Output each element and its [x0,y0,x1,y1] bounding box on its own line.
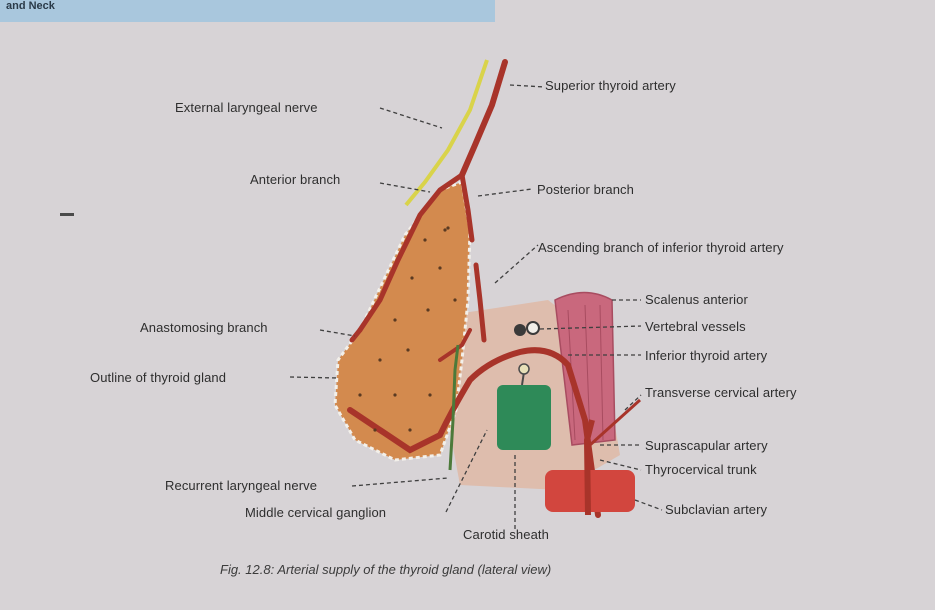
label-thyrocervical-trunk: Thyrocervical trunk [645,462,757,477]
label-vertebral-vessels: Vertebral vessels [645,319,746,334]
figure-caption: Fig. 12.8: Arterial supply of the thyroi… [220,562,551,577]
label-middle-cervical-ganglion: Middle cervical ganglion [245,505,386,520]
carotid-sheath-knob [519,364,529,374]
label-superior-thyroid-artery: Superior thyroid artery [545,78,676,93]
label-transverse-cervical-artery: Transverse cervical artery [645,385,797,400]
label-subclavian-artery: Subclavian artery [665,502,767,517]
label-external-laryngeal-nerve: External laryngeal nerve [175,100,318,115]
vertebral-vessel-b [527,322,539,334]
vertebral-vessel-a [514,324,526,336]
label-inferior-thyroid-artery: Inferior thyroid artery [645,348,767,363]
label-carotid-sheath: Carotid sheath [463,527,549,542]
label-recurrent-laryngeal-nerve: Recurrent laryngeal nerve [165,478,317,493]
label-posterior-branch: Posterior branch [537,182,634,197]
label-ascending-branch: Ascending branch of inferior thyroid art… [538,240,784,255]
label-scalenus-anterior: Scalenus anterior [645,292,748,307]
label-anastomosing-branch: Anastomosing branch [140,320,268,335]
label-anterior-branch: Anterior branch [250,172,340,187]
label-suprascapular-artery: Suprascapular artery [645,438,768,453]
label-outline-of-thyroid-gland: Outline of thyroid gland [90,370,226,385]
carotid-sheath-shape [497,385,551,450]
superior-thyroid-artery-shape [462,62,505,175]
